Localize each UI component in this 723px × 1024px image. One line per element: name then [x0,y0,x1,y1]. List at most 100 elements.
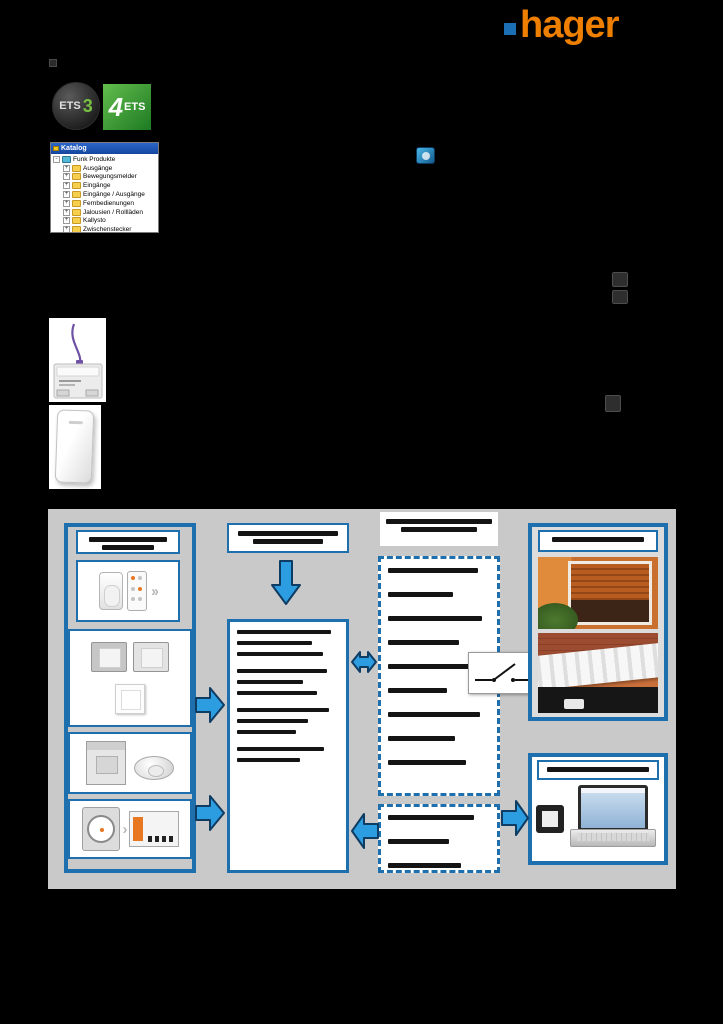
text-block [237,630,339,656]
section-icon [612,290,628,304]
folder-icon [72,182,81,190]
ets3-badge: ETS 3 [52,82,100,130]
catalog-tree-item: + Bewegungsmelder [53,173,158,182]
laptop-keys [577,833,649,841]
remote-control-photo [127,571,147,611]
din-rail-device-photo [86,741,126,785]
folder-icon [72,217,81,225]
text-line [388,616,482,621]
catalog-item-label: Ausgänge [83,164,113,172]
plant [538,603,578,629]
radio-device-body [54,409,95,484]
remote-button [131,597,135,602]
arrow-left-icon [351,813,379,849]
text-line [388,688,448,693]
catalog-window-screenshot: Katalog - Funk Produkte + Ausgänge + Bew… [50,142,159,233]
objects-list-box [227,619,349,873]
text-line [388,863,462,868]
text-line [102,545,154,550]
catalog-titlebar-icon [53,146,59,151]
logo-text: hager [520,4,619,46]
text-line [388,664,474,669]
ets4-badge-label: ETS [124,101,146,113]
laptop-keyboard [570,829,656,847]
catalog-item-label: Fernbedienungen [83,199,134,207]
switch-symbol-drawing [475,663,530,682]
catalog-item-label: Eingänge [83,182,111,190]
text-line [388,736,456,741]
catalog-tree-root: - Funk Produkte [53,155,158,164]
text-line [388,712,480,717]
inputs-box-remote: ›› [76,560,180,622]
laptop-photo [570,785,656,851]
text-line [388,839,450,844]
arrow-double-horizontal-icon [351,651,377,673]
applications-header-box [538,530,658,552]
logo-square-icon [504,23,516,35]
remote-button [138,576,142,580]
text-line [388,815,474,820]
text-line [237,669,327,673]
catalog-item-label: Eingänge / Ausgänge [83,191,145,199]
text-block [237,747,339,762]
hager-logo: hager [504,4,619,46]
programming-header-box [537,760,659,780]
text-line [388,640,460,645]
expand-icon: + [63,208,70,216]
catalog-item-label: Kallysto [83,217,106,225]
expand-icon: + [63,182,70,190]
app-icon-dot [422,152,430,160]
inline-app-icon [416,147,435,164]
text-block [237,708,339,734]
catalog-root-label: Funk Produkte [73,155,116,163]
inputs-box-din-pir [68,732,192,794]
text-line [237,652,323,656]
arrow-right-icon [501,800,529,836]
functions-list-box-secondary [378,804,500,873]
motion-detector-photo [99,572,123,610]
patio-table [564,699,584,709]
catalog-item-label: Zwischenstecker [83,226,132,233]
text-line [385,519,493,524]
laptop-screen [578,785,648,831]
inputs-box-wall-transmitters [68,629,192,727]
text-line [237,730,297,734]
expand-icon: + [63,226,70,233]
laptop-display [581,788,645,828]
flush-module-row [91,642,169,673]
expand-icon: + [63,217,70,225]
arrow-right-icon [195,795,225,831]
inputs-header-box [76,530,180,554]
catalog-tree: - Funk Produkte + Ausgänge + Bewegungsme… [51,154,158,233]
radio-device-photo [49,405,101,489]
catalog-title: Katalog [61,145,87,152]
diagram-column-inputs: ›› › [64,523,196,873]
text-line [551,537,645,542]
section-marker-icon [49,59,57,67]
remote-button [131,586,135,591]
folder-icon [62,155,71,163]
text-line [237,747,324,751]
text-block [237,669,339,695]
text-line [388,568,478,573]
functions-header [380,512,498,546]
text-line [252,539,324,544]
text-line [237,680,304,684]
ets3-badge-label: ETS [59,100,81,112]
section-icon [612,272,628,287]
folder-icon [72,191,81,199]
remote-button [138,597,142,602]
text-line [89,537,167,542]
expand-icon: + [63,191,70,199]
patio-shadow [538,687,658,713]
ets3-badge-version: 3 [82,95,93,116]
arrow-right-icon [195,687,225,723]
text-line [237,630,331,634]
media-coupler-drawing [53,323,103,399]
text-line [237,758,301,762]
catalog-tree-item: + Ausgänge [53,164,158,173]
shutter-slats [571,564,649,600]
chevron-icon: › [122,820,128,838]
device-slot [68,420,83,425]
text-line [237,708,329,712]
